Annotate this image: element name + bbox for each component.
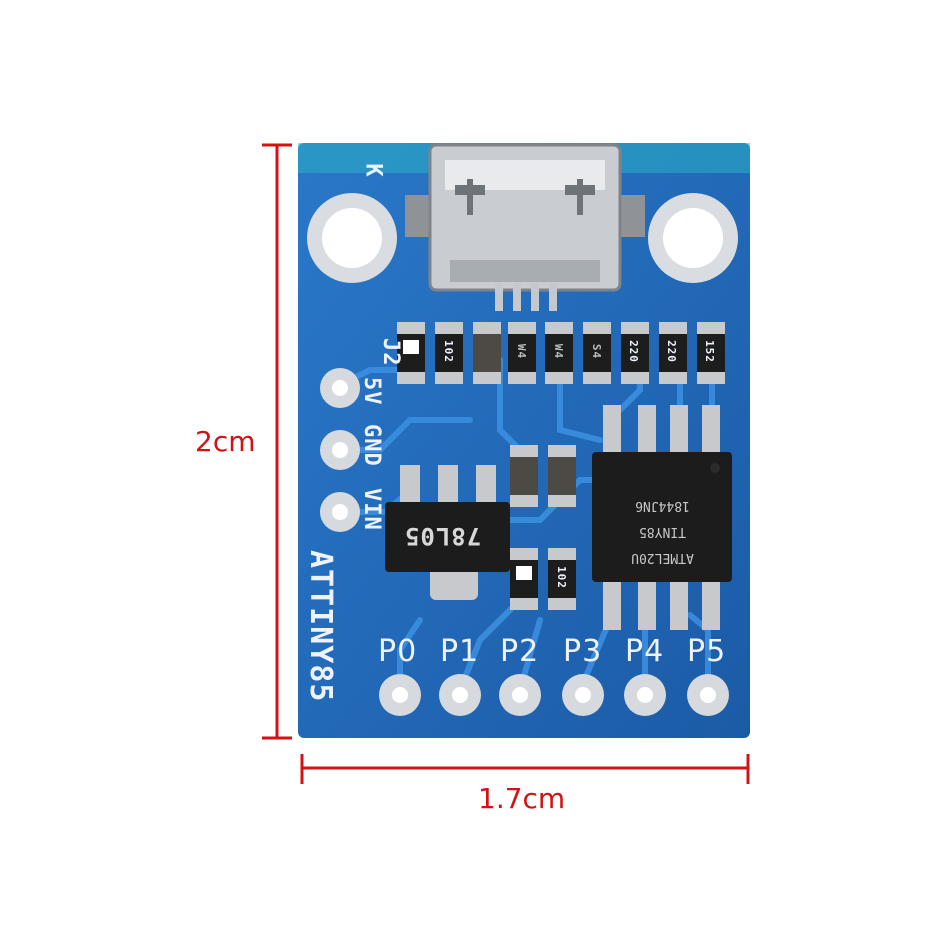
connector-label: J2 [378,338,403,367]
power-pin-label-vin: VIN [359,488,384,531]
regulator-marking: 78L05 [404,522,482,550]
diode-marking-3: S4 [590,343,604,360]
smd-component-row [397,322,725,384]
resistor-marking-5: 102 [554,566,568,589]
resistor-marking-4: 152 [702,340,716,363]
resistor-marking-2: 220 [626,340,640,363]
resistor-marking-1: 102 [441,340,455,363]
mcu-marking-line-2: TINY85 [639,524,686,539]
led-and-resistor [510,548,576,610]
mounting-hole-left [307,193,397,283]
io-pin-pads [379,674,729,716]
io-pin-label-p3: P3 [563,634,603,669]
diode-marking-1: W4 [515,343,529,360]
mcu-marking-line-1: ATMEL20U [631,550,694,565]
power-pin-label-5v: 5V [359,377,384,406]
mcu-marking: ATMEL20U TINY85 1844JN6 [600,470,725,570]
corner-mark: K [360,163,386,178]
io-pin-label-p2: P2 [500,634,540,669]
attiny85-chip [592,405,732,630]
mounting-hole-right [648,193,738,283]
io-pin-label-p1: P1 [440,634,480,669]
io-pin-label-p0: P0 [378,634,418,669]
power-pin-label-gnd: GND [359,424,384,467]
width-label: 1.7cm [478,782,566,815]
mcu-marking-line-3: 1844JN6 [635,498,690,513]
io-pin-label-p4: P4 [625,634,665,669]
micro-usb-connector [405,143,645,311]
power-header-pads [320,368,360,532]
capacitor-pair [510,445,576,507]
voltage-regulator [385,465,510,600]
diode-marking-2: W4 [552,343,566,360]
io-pin-label-p5: P5 [687,634,727,669]
resistor-marking-3: 220 [664,340,678,363]
board-name: ATTINY85 [303,550,338,703]
height-label: 2cm [195,425,256,458]
